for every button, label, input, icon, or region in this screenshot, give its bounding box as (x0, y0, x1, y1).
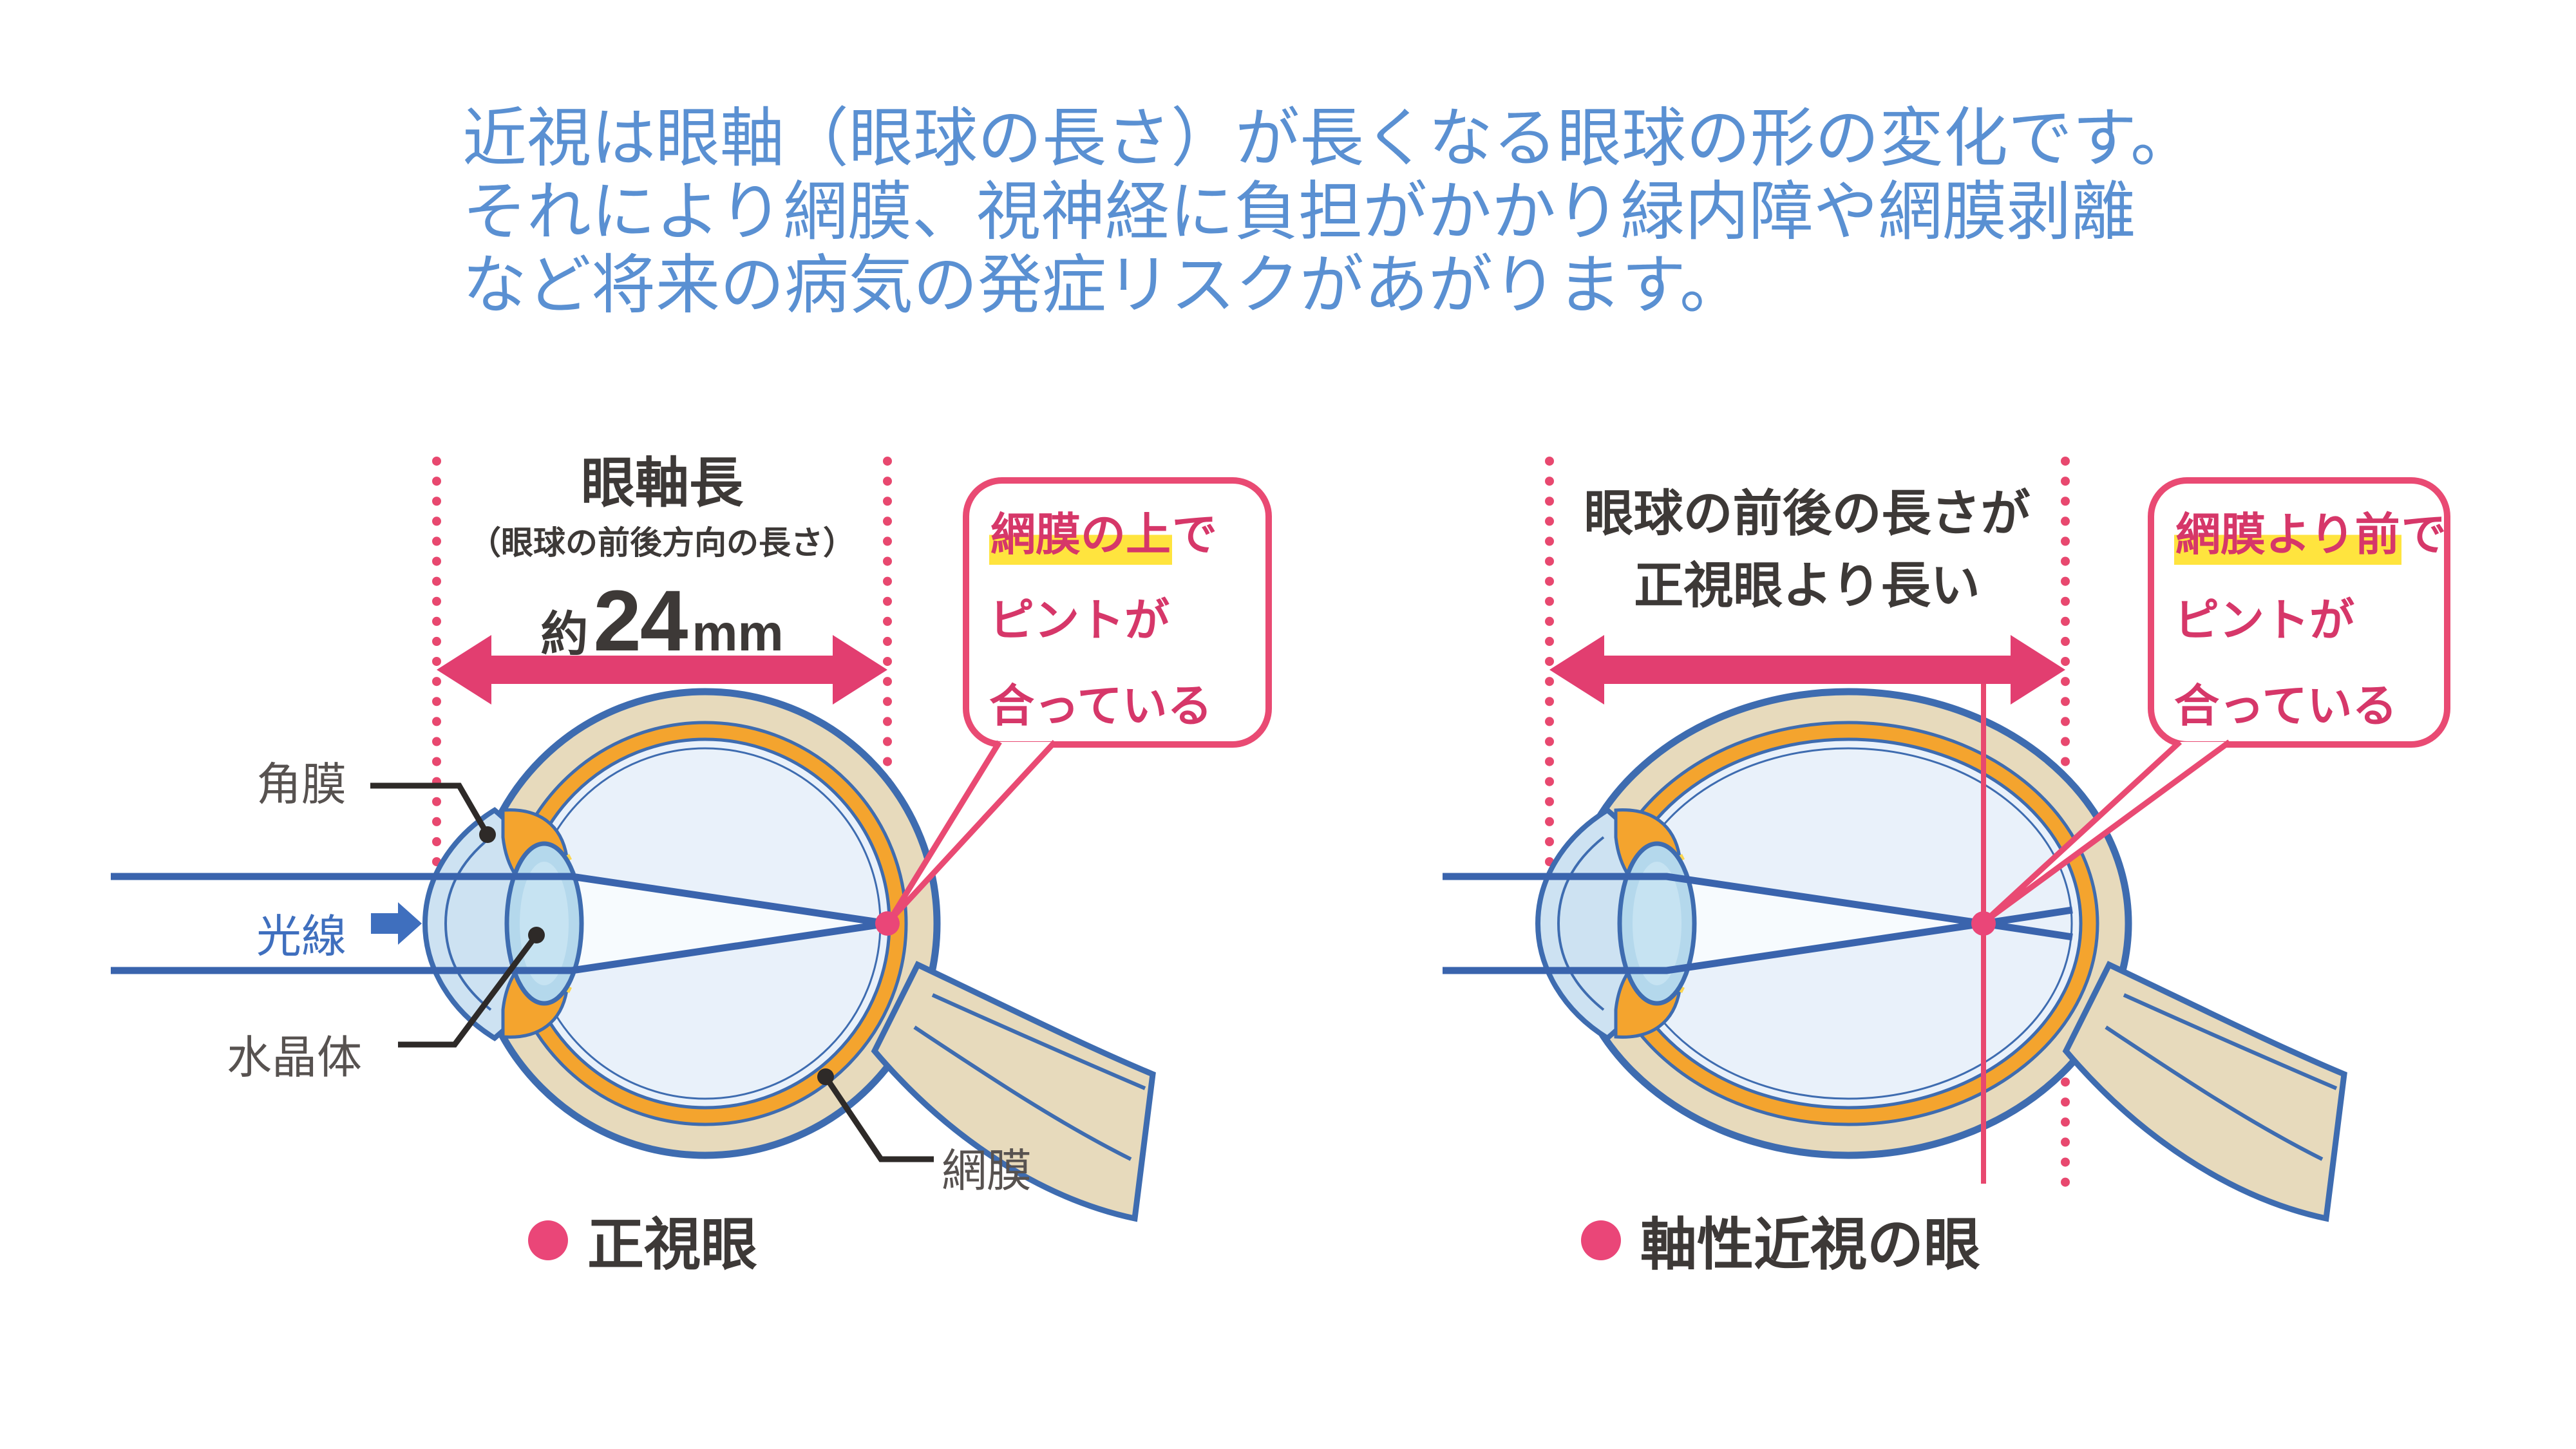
intro-paragraph: 近視は眼軸（眼球の長さ）が長くなる眼球の形の変化です。 それにより網膜、視神経に… (462, 102, 2195, 322)
light-cone (1667, 876, 1984, 971)
left-callout-rest: で (1172, 509, 1217, 560)
arrow-right-icon (371, 902, 422, 945)
right-caption: 軸性近視の眼 (1581, 1199, 1980, 1281)
right-callout-highlight: 網膜より前 (2174, 509, 2401, 565)
left-callout-highlight: 網膜の上 (989, 509, 1172, 565)
right-callout-line-1: 網膜より前で (2174, 492, 2447, 578)
right-caption-text: 軸性近視の眼 (1640, 1213, 1981, 1276)
pointer-lines (370, 782, 934, 1162)
intro-line-1: 近視は眼軸（眼球の長さ）が長くなる眼球の形の変化です。 (462, 102, 2195, 175)
myopic-length-measure: 眼球の前後の長さが 正視眼より長い (1543, 478, 2071, 622)
right-callout: 網膜より前で ピントが 合っている (2151, 480, 2447, 744)
axial-length-title: 眼軸長 (580, 453, 743, 513)
axial-length-unit: mm (692, 604, 784, 661)
retina-pointer-dot (817, 1068, 834, 1085)
focal-point-dot (875, 911, 900, 936)
double-arrow-icon (1549, 635, 2065, 705)
axial-length-number: 24 (593, 573, 688, 669)
right-callout-rest: で (2401, 509, 2447, 560)
lens-pointer-dot (528, 927, 545, 943)
left-caption-text: 正視眼 (587, 1213, 758, 1276)
light-rays (1443, 873, 2073, 974)
left-callout-line-2: ピントが (989, 595, 1170, 645)
left-callout-line-1: 網膜の上で (989, 492, 1269, 578)
optic-nerve (2062, 961, 2347, 1222)
cornea-label: 角膜 (256, 759, 346, 810)
bullet-icon (1581, 1220, 1621, 1260)
axial-length-subtitle: （眼球の前後方向の長さ） (469, 525, 855, 561)
myopic-measure-line-2: 正視眼より長い (1634, 558, 1980, 614)
optic-nerve (871, 961, 1156, 1222)
focal-point-dot (1971, 911, 1996, 936)
axial-length-value: 約 24 mm (450, 572, 875, 670)
retina-label: 網膜 (942, 1146, 1032, 1196)
lens-shape (1617, 841, 1697, 1006)
light-cone (572, 876, 887, 971)
intro-line-2: それにより網膜、視神経に負担がかかり緑内障や網膜剥離 (462, 176, 2136, 248)
lens-label: 水晶体 (227, 1032, 362, 1083)
left-eye-figure (111, 457, 1272, 1222)
light-ray-label: 光線 (256, 911, 346, 961)
left-caption: 正視眼 (528, 1199, 757, 1281)
axial-length-measure: 眼軸長 （眼球の前後方向の長さ） 約 24 mm (450, 451, 875, 670)
approx-prefix: 約 (540, 607, 589, 661)
myopic-measure-line-1: 眼球の前後の長さが (1584, 486, 2031, 542)
left-callout: 網膜の上で ピントが 合っている (966, 480, 1269, 744)
bullet-icon (528, 1220, 568, 1260)
lens-shape (504, 841, 584, 1006)
intro-line-3: など将来の病気の発症リスクがあがります。 (462, 249, 1744, 321)
light-rays (111, 873, 888, 974)
left-callout-line-3: 合っている (989, 681, 1213, 731)
double-arrow-icon (437, 635, 887, 705)
right-callout-line-2: ピントが (2174, 595, 2354, 645)
right-callout-line-3: 合っている (2174, 681, 2398, 731)
right-eye-figure (1443, 457, 2450, 1222)
cornea-pointer-dot (479, 826, 496, 843)
